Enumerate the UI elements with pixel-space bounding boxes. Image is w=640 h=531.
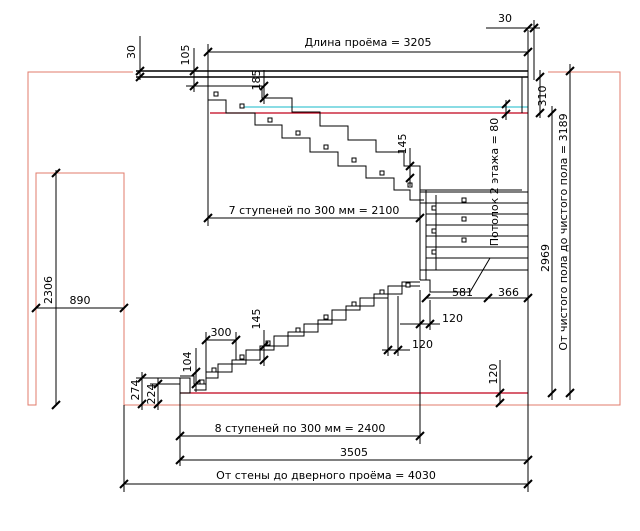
label-slab: Потолок 2 этажа = 80 [488,118,501,247]
label-890: 890 [70,294,91,307]
dim-105: 105 [179,45,210,92]
dim-wall-to-door: От стены до дверного проёма = 4030 [119,393,533,492]
dim-185: 185 [250,70,269,104]
dim-145-low: 145 [250,309,269,366]
dim-opening-length: Длина проёма = 3205 [203,36,533,90]
dim-310: 310 [535,70,549,118]
label-105: 105 [179,45,192,66]
label-3505: 3505 [340,446,368,459]
label-upper-flight: 7 ступеней по 300 мм = 2100 [229,204,400,217]
dim-145-top: 145 [396,134,415,186]
label-104: 104 [181,352,194,373]
dim-366: 366 [488,286,533,303]
dim-224: 224 [145,378,180,410]
dim-2306: 2306 [42,168,61,410]
label-120-a: 120 [442,312,463,325]
label-floor-to-floor: От чистого пола до чистого пола = 3189 [557,113,570,350]
label-120-c: 120 [487,364,500,385]
label-lower-flight: 8 ступеней по 300 мм = 2400 [215,422,386,435]
dim-104: 104 [181,348,201,392]
label-274: 274 [129,380,142,401]
dim-120-c: 120 [487,360,505,408]
dim-2969: 2969 [539,106,557,400]
label-left-30: 30 [125,45,138,59]
dim-floor-to-floor: От чистого пола до чистого пола = 3189 [557,64,575,400]
label-opening-length: Длина проёма = 3205 [304,36,431,49]
dim-274: 274 [129,372,180,410]
wall-outline [27,71,621,406]
label-224: 224 [145,384,158,405]
label-185: 185 [250,70,263,91]
dim-890: 890 [31,294,129,313]
dim-120-b: 120 [382,296,433,356]
label-310: 310 [536,86,549,107]
label-120-b: 120 [412,338,433,351]
upper-stair-stringer [208,85,522,191]
winder-landing [419,190,528,293]
label-581: 581 [452,286,473,299]
dim-lower-flight: 8 ступеней по 300 мм = 2400 [175,292,425,466]
dim-slab: Потолок 2 этажа = 80 [488,99,511,247]
dim-3505: 3505 [175,446,533,465]
dim-top-30: 30 [486,12,540,80]
upper-stair-flight [207,86,424,201]
dim-581: 581 [421,286,493,303]
upper-stair-blocks [213,91,413,188]
label-top-30: 30 [498,12,512,25]
label-2306: 2306 [42,276,55,304]
dim-upper-flight: 7 ступеней по 300 мм = 2100 [203,100,425,226]
label-300: 300 [211,326,232,339]
label-145-low: 145 [250,309,263,330]
label-366: 366 [498,286,519,299]
label-wall-to-door: От стены до дверного проёма = 4030 [216,469,436,482]
bottom-step-block [179,377,191,394]
dim-300: 300 [201,326,241,384]
dim-left-30: 30 [125,36,145,82]
label-145-top: 145 [396,134,409,155]
label-2969: 2969 [539,244,552,272]
lower-stair-stringer [194,285,420,391]
